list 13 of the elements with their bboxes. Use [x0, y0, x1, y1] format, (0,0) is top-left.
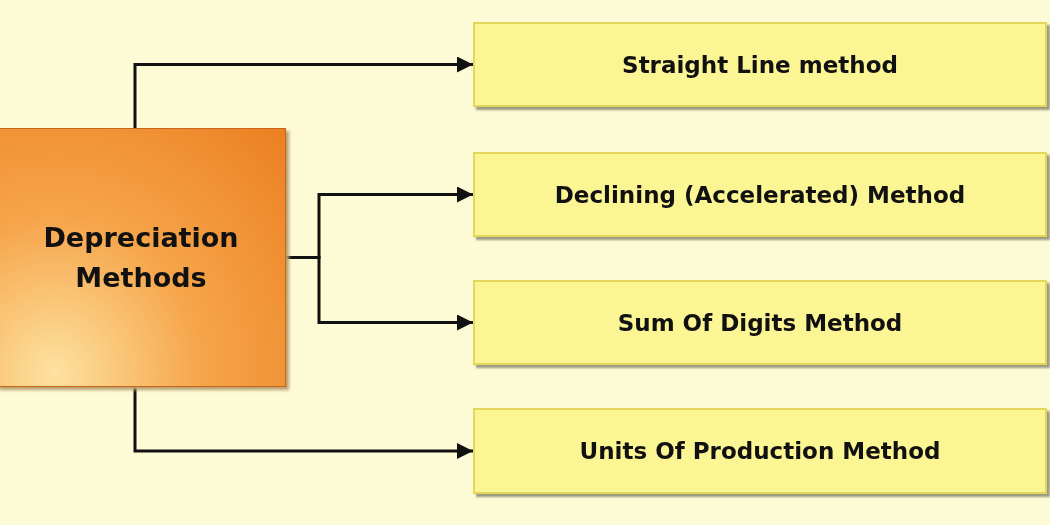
box-label: Declining (Accelerated) Method	[553, 181, 967, 208]
arrow	[133, 387, 473, 459]
method-box	[473, 152, 1047, 237]
arrow	[133, 56, 473, 128]
box-label: Straight Line method	[621, 51, 899, 78]
box-label: Depreciation Methods	[42, 221, 240, 295]
method-box	[473, 22, 1047, 107]
arrow	[286, 256, 473, 331]
box-label: Units Of Production Method	[578, 438, 942, 464]
box-label: Sum Of Digits Method	[616, 309, 904, 336]
method-box	[473, 280, 1047, 365]
category-box	[0, 128, 286, 387]
method-box	[473, 408, 1047, 494]
